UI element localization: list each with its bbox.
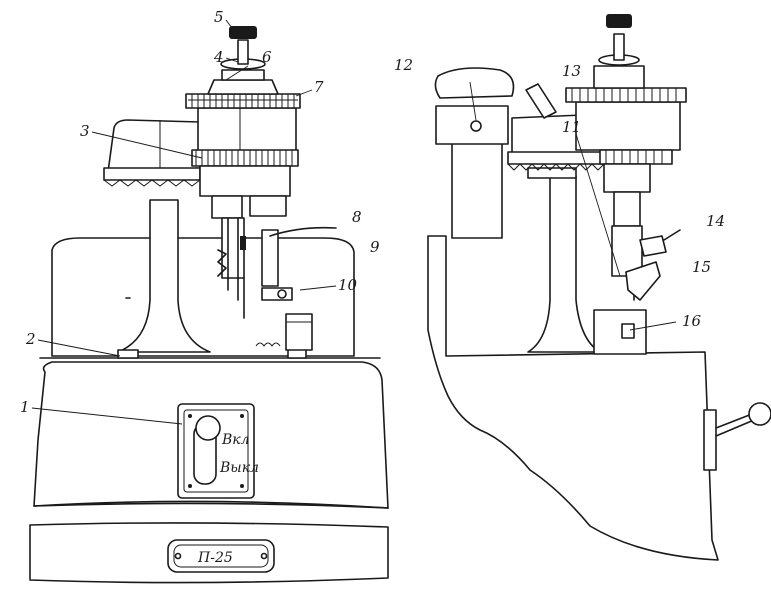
switch-on-label: Вкл — [221, 432, 250, 448]
side-view — [427, 14, 771, 561]
nameplate: П-25 — [167, 539, 275, 573]
side-base — [427, 235, 719, 561]
callout-16: 16 — [682, 312, 702, 330]
power-switch-panel: Вкл Выкл — [177, 403, 259, 499]
callout-9: 9 — [370, 238, 380, 256]
front-column — [117, 199, 211, 353]
switch-lever-knob[interactable] — [195, 415, 221, 441]
callout-1: 1 — [20, 398, 30, 416]
nameplate-model: П-25 — [197, 550, 233, 566]
callout-12: 12 — [394, 56, 413, 74]
side-lever-knob[interactable] — [748, 402, 771, 426]
front-arm — [107, 119, 201, 173]
callout-6: 6 — [262, 48, 272, 66]
switch-off-label: Выкл — [219, 460, 259, 476]
callout-11: 11 — [562, 118, 581, 136]
callout-3: 3 — [80, 122, 90, 140]
callout-10: 10 — [338, 276, 358, 294]
callout-2: 2 — [25, 330, 36, 348]
callout-7: 7 — [314, 78, 324, 96]
callout-13: 13 — [562, 62, 581, 80]
front-view: Вкл Выкл П-25 — [29, 26, 389, 584]
callout-numbers: 1 2 3 4 5 6 7 8 9 10 11 12 13 14 15 16 — [20, 8, 725, 416]
callout-8: 8 — [352, 208, 362, 226]
callout-15: 15 — [692, 258, 711, 276]
callout-5: 5 — [214, 8, 224, 26]
callout-14: 14 — [706, 212, 725, 230]
callout-4: 4 — [213, 48, 224, 66]
leader-lines — [31, 19, 677, 425]
